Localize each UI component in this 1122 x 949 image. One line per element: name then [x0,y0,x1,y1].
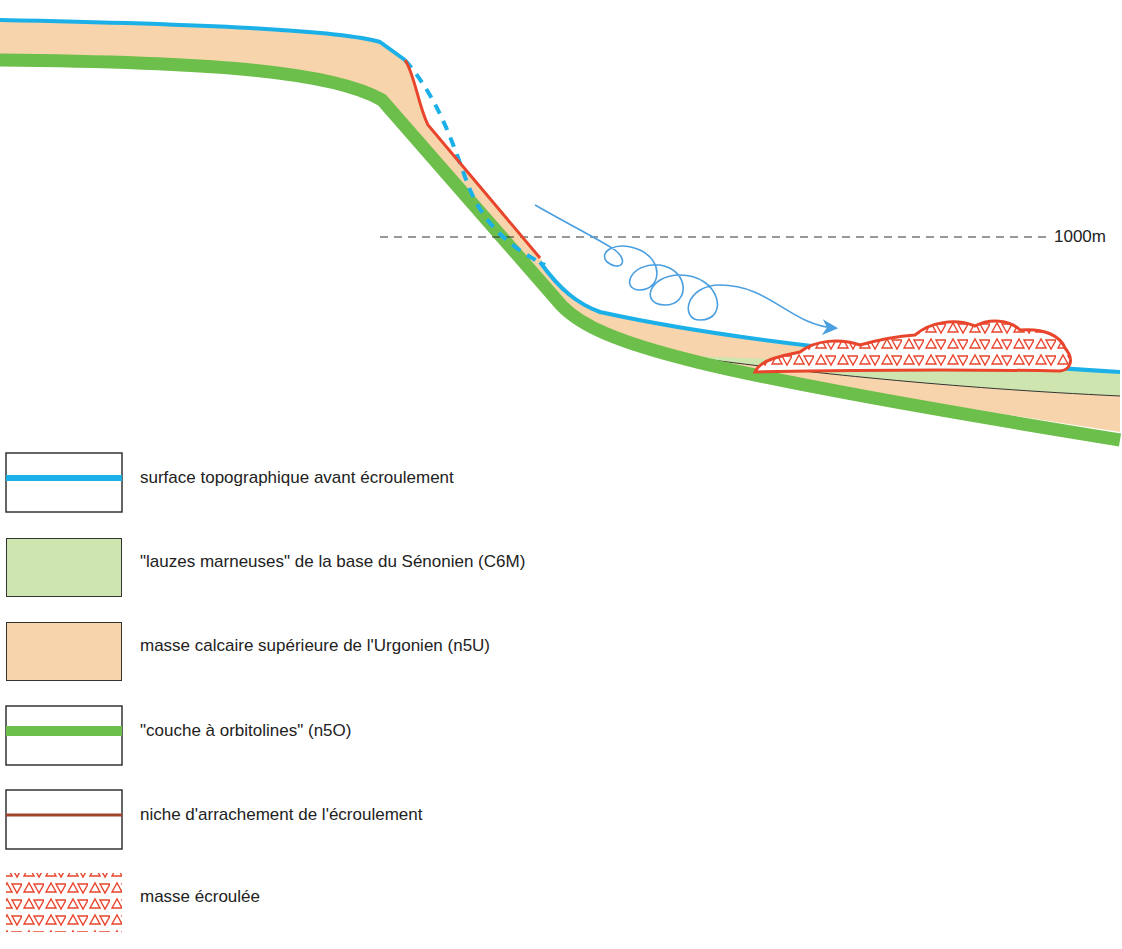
legend-text: masse écroulée [140,887,260,907]
altitude-label: 1000m [1052,227,1108,247]
altitude-line [380,236,1050,237]
surface-line [0,20,405,60]
legend-text: surface topographique avant écroulement [140,468,454,488]
urgonien-layer [0,20,1120,432]
legend-text: "couche à orbitolines" (n5O) [140,721,351,741]
scarp-line [405,60,540,258]
legend-swatch [6,538,122,597]
legend-text: niche d'arrachement de l'écroulement [140,805,422,825]
surface-line [540,262,1120,372]
former-surface [405,60,545,265]
legend-text: "lauzes marneuses" de la base du Sénonie… [140,552,525,572]
orbitolines-layer [0,60,1120,440]
collapsed-mass [755,321,1070,372]
legend-text: masse calcaire supérieure de l'Urgonien … [140,636,490,656]
trajectory-arrow [535,205,835,328]
legend-swatch [6,622,122,681]
